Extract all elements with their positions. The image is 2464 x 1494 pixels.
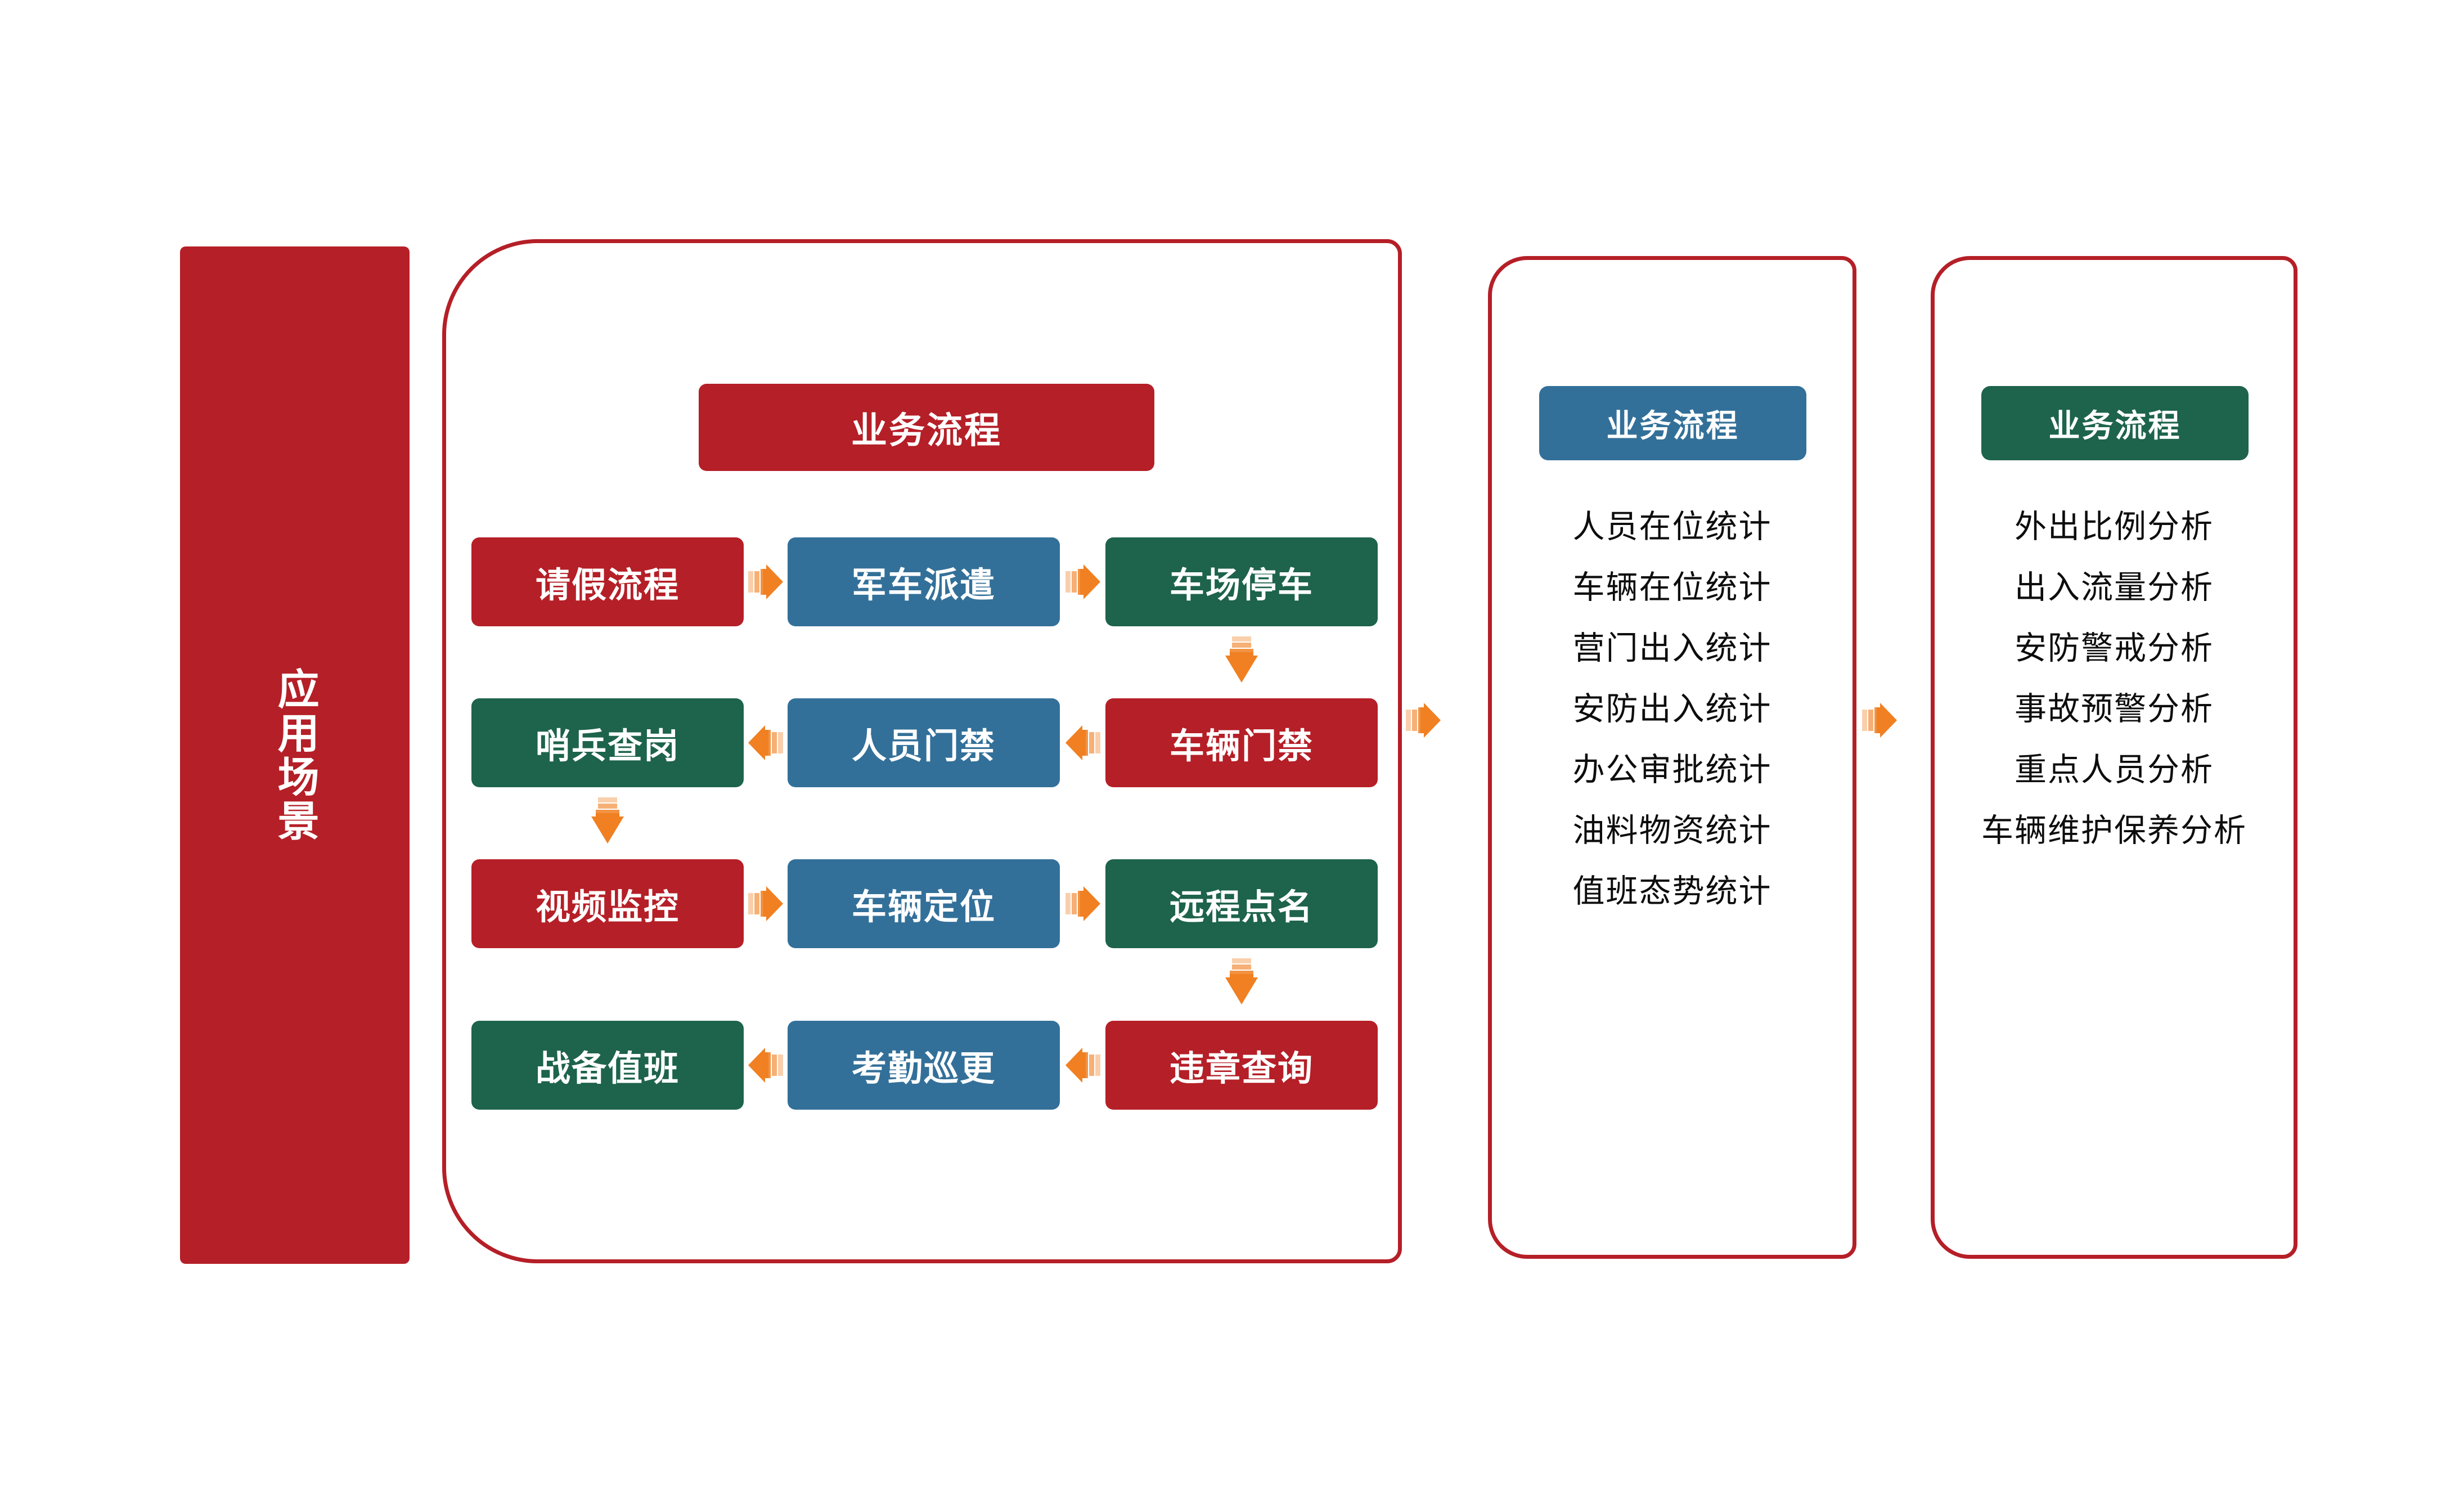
list-item[interactable]: 事故预警分析 <box>2015 691 2214 727</box>
flow-arrow-down-icon <box>1221 635 1262 686</box>
flow-box[interactable]: 视频监控 <box>471 859 744 948</box>
flow-arrow-horizontal-right-icon <box>1064 883 1101 925</box>
analysis-panel-title: 业务流程 <box>1981 386 2249 460</box>
list-item[interactable]: 车辆在位统计 <box>1572 569 1772 605</box>
flow-box[interactable]: 考勤巡更 <box>788 1021 1060 1110</box>
flow-arrow-horizontal-left-icon <box>747 1044 784 1086</box>
list-item[interactable]: 营门出入统计 <box>1572 630 1772 666</box>
flow-box[interactable]: 车辆门禁 <box>1105 698 1378 787</box>
statistics-item-list: 人员在位统计车辆在位统计营门出入统计安防出入统计办公审批统计油料物资统计值班态势… <box>1488 511 1856 936</box>
flow-arrow-horizontal-right-icon <box>1064 561 1101 603</box>
application-scenario-label: 应用场景 <box>272 667 319 843</box>
flow-panel-title: 业务流程 <box>699 384 1154 471</box>
statistics-panel <box>1488 256 1856 1259</box>
flow-box[interactable]: 车辆定位 <box>788 859 1060 948</box>
list-item[interactable]: 车辆维护保养分析 <box>1981 813 2247 849</box>
application-scenario-banner: 应用场景 <box>180 246 410 1264</box>
list-item[interactable]: 人员在位统计 <box>1572 509 1772 545</box>
statistics-panel-title: 业务流程 <box>1539 386 1806 460</box>
list-item[interactable]: 安防警戒分析 <box>2015 630 2214 666</box>
connector-statistics-to-analysis-icon <box>1861 699 1898 741</box>
flow-arrow-horizontal-left-icon <box>1064 1044 1101 1086</box>
flow-arrow-horizontal-left-icon <box>1064 722 1101 764</box>
list-item[interactable]: 外出比例分析 <box>2015 509 2214 545</box>
business-flow-panel <box>442 239 1402 1263</box>
flow-box[interactable]: 车场停车 <box>1105 537 1378 626</box>
flow-box[interactable]: 哨兵查岗 <box>471 698 744 787</box>
flow-box[interactable]: 军车派遣 <box>788 537 1060 626</box>
flow-box[interactable]: 远程点名 <box>1105 859 1378 948</box>
list-item[interactable]: 值班态势统计 <box>1572 873 1772 909</box>
list-item[interactable]: 出入流量分析 <box>2015 569 2214 605</box>
analysis-panel <box>1931 256 2297 1259</box>
connector-flow-to-statistics-icon <box>1405 699 1442 741</box>
flow-arrow-horizontal-right-icon <box>747 883 784 925</box>
list-item[interactable]: 重点人员分析 <box>2015 752 2214 788</box>
flow-box[interactable]: 请假流程 <box>471 537 744 626</box>
flow-box[interactable]: 战备值班 <box>471 1021 744 1110</box>
analysis-item-list: 外出比例分析出入流量分析安防警戒分析事故预警分析重点人员分析车辆维护保养分析 <box>1931 511 2297 876</box>
flow-arrow-down-icon <box>1221 957 1262 1008</box>
list-item[interactable]: 油料物资统计 <box>1572 813 1772 849</box>
flow-arrow-horizontal-left-icon <box>747 722 784 764</box>
list-item[interactable]: 安防出入统计 <box>1572 691 1772 727</box>
flow-arrow-down-icon <box>587 796 628 847</box>
flow-arrow-horizontal-right-icon <box>747 561 784 603</box>
flow-box[interactable]: 人员门禁 <box>788 698 1060 787</box>
list-item[interactable]: 办公审批统计 <box>1572 752 1772 788</box>
flow-box[interactable]: 违章查询 <box>1105 1021 1378 1110</box>
